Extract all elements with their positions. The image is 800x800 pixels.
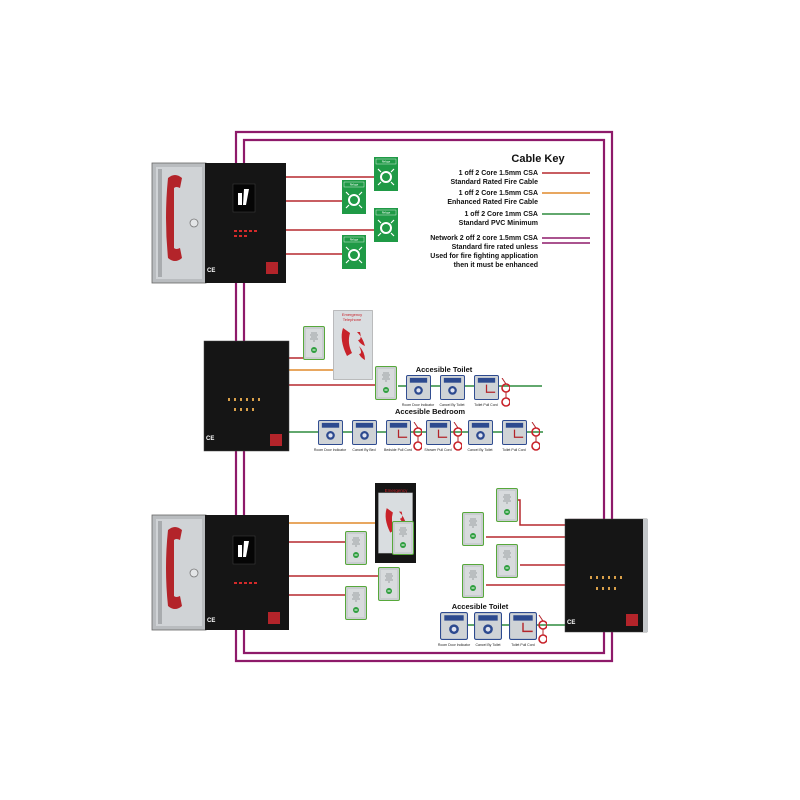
svg-text:Shower Pull Cord: Shower Pull Cord (424, 448, 451, 452)
cancel-by-toilet-2[interactable]: Cancel By Toilet (474, 612, 502, 647)
cable-key-entry-standard: 1 off 2 Core 1.5mm CSA Standard Rated Fi… (450, 170, 590, 186)
svg-text:1 off 2 Core 1.5mm CSA: 1 off 2 Core 1.5mm CSA (459, 170, 538, 177)
svg-text:Toilet Pull Cord: Toilet Pull Cord (502, 448, 526, 452)
section-title-accessible-toilet-2: Accesible Toilet (452, 602, 509, 611)
cable-key-entry-enhanced: 1 off 2 Core 1.5mm CSA Enhanced Rated Fi… (447, 190, 590, 206)
svg-text:1 off 2 Core 1mm CSA: 1 off 2 Core 1mm CSA (464, 211, 538, 218)
cable-key-entry-pvc: 1 off 2 Core 1mm CSA Standard PVC Minimu… (459, 211, 590, 227)
svg-text:Toilet Pull Cord: Toilet Pull Cord (474, 403, 498, 407)
outstation-bottom-4[interactable] (345, 585, 367, 621)
brand-logo-icon (238, 189, 249, 205)
outstation-right-4[interactable] (462, 563, 484, 599)
enhanced-fire-cables (289, 369, 375, 524)
outstation-right-2[interactable] (462, 511, 484, 547)
standard-fire-cables (286, 176, 565, 596)
pull-cord-ring-2[interactable] (538, 614, 547, 644)
emergency-telephone-sign-1: Emergency Telephone (333, 310, 373, 380)
svg-text:Telephone: Telephone (343, 317, 362, 322)
handset-icon (166, 175, 182, 261)
room-door-indicator-2[interactable]: Room Door Indicator (438, 612, 471, 647)
svg-text:Enhanced Rated Fire Cable: Enhanced Rated Fire Cable (447, 199, 538, 206)
svg-text:CE: CE (206, 436, 214, 442)
cable-key-entry-network: Network 2 off 2 core 1.5mm CSA Standard … (430, 235, 590, 269)
pull-cord-ring-bedside[interactable] (413, 422, 422, 451)
pull-cord-ring-1[interactable] (501, 378, 510, 407)
cancel-by-bed[interactable]: Cancel By Bed (352, 420, 377, 452)
svg-text:Cancel By Toilet: Cancel By Toilet (439, 403, 464, 407)
pull-cord-ring-bedroom-toilet[interactable] (531, 422, 540, 451)
outstation-bottom-2[interactable] (345, 530, 367, 566)
brand-logo-icon (238, 541, 249, 557)
svg-text:Network 2 off 2 core 1.5mm CSA: Network 2 off 2 core 1.5mm CSA (430, 235, 538, 242)
svg-text:Emergency: Emergency (342, 312, 362, 317)
svg-text:Room Door Indicator: Room Door Indicator (402, 403, 435, 407)
svg-text:Standard Rated Fire Cable: Standard Rated Fire Cable (450, 179, 538, 186)
master-handset-panel-top[interactable]: CE (151, 162, 286, 284)
pull-cord-ring-shower[interactable] (453, 422, 462, 451)
shower-pull-cord[interactable]: Shower Pull Cord (424, 420, 452, 452)
cable-key-title: Cable Key (511, 153, 565, 165)
svg-text:Standard PVC Minimum: Standard PVC Minimum (459, 220, 538, 227)
toilet-pull-cord-2[interactable]: Toilet Pull Cord (509, 612, 537, 647)
outstation-bottom-3[interactable] (378, 566, 400, 602)
svg-text:Emergency: Emergency (385, 488, 409, 493)
svg-text:Toilet Pull Cord: Toilet Pull Cord (511, 643, 535, 647)
section-title-accessible-toilet-1: Accesible Toilet (416, 365, 473, 374)
outstation-bottom-1[interactable] (392, 520, 414, 556)
toilet-pull-cord-bedroom[interactable]: Toilet Pull Cord (502, 420, 527, 452)
room-door-indicator-1[interactable]: Room Door Indicator (402, 375, 435, 407)
svg-text:Used for fire fighting applica: Used for fire fighting application (430, 253, 538, 260)
sub-panel-middle[interactable]: CE (203, 340, 290, 452)
outstation-middle-1[interactable] (303, 325, 325, 361)
svg-text:Bedside Pull Cord: Bedside Pull Cord (384, 448, 412, 452)
svg-text:Cancel By Toilet: Cancel By Toilet (475, 643, 500, 647)
cancel-by-toilet-1[interactable]: Cancel By Toilet (439, 375, 465, 407)
svg-text:1 off 2 Core 1.5mm CSA: 1 off 2 Core 1.5mm CSA (459, 190, 538, 197)
outstation-middle-2[interactable] (375, 365, 397, 401)
master-handset-panel-bottom[interactable]: CE (151, 514, 289, 631)
refuge-point-1[interactable] (374, 157, 398, 191)
refuge-point-3[interactable] (374, 208, 398, 242)
room-door-indicator-bedroom[interactable]: Room Door Indicator (314, 420, 347, 452)
cable-key: Cable Key 1 off 2 Core 1.5mm CSA Standar… (430, 153, 590, 269)
svg-text:Standard fire rated unless: Standard fire rated unless (452, 244, 538, 251)
outstation-right-3[interactable] (496, 543, 518, 579)
network-cable (234, 130, 614, 663)
svg-text:then it must be enhanced: then it must be enhanced (454, 262, 538, 269)
svg-text:Cancel By Bed: Cancel By Bed (352, 448, 375, 452)
handset-icon (166, 527, 182, 609)
svg-text:Cancel By Toilet: Cancel By Toilet (467, 448, 492, 452)
svg-text:CE: CE (207, 268, 215, 274)
sub-panel-bottom-right[interactable]: CE (564, 518, 648, 633)
svg-text:CE: CE (567, 620, 575, 626)
svg-text:CE: CE (207, 618, 215, 624)
toilet-pull-cord-1[interactable]: Toilet Pull Cord (474, 375, 499, 407)
section-title-accessible-bedroom: Accesible Bedroom (395, 407, 465, 416)
bedside-pull-cord[interactable]: Bedside Pull Cord (384, 420, 412, 452)
svg-text:Room Door Indicator: Room Door Indicator (314, 448, 347, 452)
refuge-point-2[interactable] (342, 180, 366, 214)
svg-text:Room Door Indicator: Room Door Indicator (438, 643, 471, 647)
outstation-right-1[interactable] (496, 487, 518, 523)
refuge-point-4[interactable] (342, 235, 366, 269)
cancel-by-toilet-bedroom[interactable]: Cancel By Toilet (467, 420, 493, 452)
